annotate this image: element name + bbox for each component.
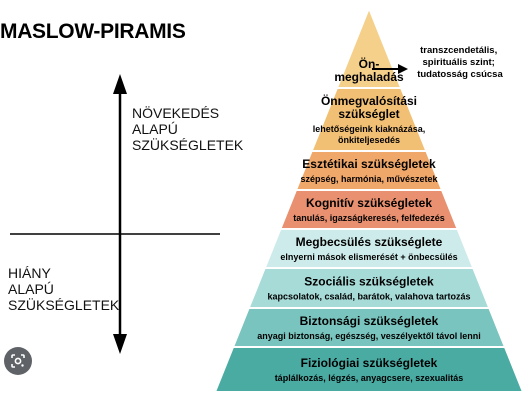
tier-6-title: Szociális szükségletek <box>304 275 434 289</box>
tier-3-subtitle: szépség, harmónia, művészetek <box>300 174 438 184</box>
growth-label: NÖVEKEDÉS ALAPÚ SZÜKSÉGLETEK <box>132 104 244 153</box>
tier-4-title: Kognitív szükségletek <box>306 196 432 210</box>
page-title: MASLOW-PIRAMIS <box>0 20 186 43</box>
deficit-label: HIÁNY ALAPÚ SZÜKSÉGLETEK <box>8 265 120 313</box>
annotation-text: transzcendetális, spirituális szint; tud… <box>417 45 503 80</box>
tier-7-subtitle: anyagi biztonság, egészség, veszélyektől… <box>257 331 481 341</box>
tier-8-subtitle: táplálkozás, légzés, anyagcsere, szexual… <box>275 373 464 383</box>
tier-2-subtitle: lehetőségeink kiaknázása, <box>313 124 426 134</box>
tier-5-subtitle: elnyerni mások elismerését + önbecsülés <box>280 252 457 262</box>
tier-4-subtitle: tanulás, igazságkeresés, felfedezés <box>293 213 445 223</box>
tier-6-subtitle: kapcsolatok, család, barátok, valahova t… <box>267 292 470 302</box>
tier-8-title: Fiziológiai szükségletek <box>301 356 438 370</box>
annotation-arrow <box>372 64 408 74</box>
tier-2-title: Önmegvalósítási <box>321 93 417 108</box>
tier-2-title: szükséglet <box>338 107 399 121</box>
tier-1-title: meghaladás <box>334 70 404 84</box>
tier-3-title: Esztétikai szükségletek <box>302 157 436 171</box>
pyramid-tier-8 <box>213 346 523 393</box>
google-lens-button[interactable] <box>4 347 32 375</box>
tier-5-title: Megbecsülés szükséglete <box>296 235 443 249</box>
tier-2-subtitle: önkiteljesedés <box>338 135 400 145</box>
vertical-double-arrow <box>113 74 127 354</box>
tier-1-title: Ön- <box>359 56 380 71</box>
tier-7-title: Biztonsági szükségletek <box>300 314 439 328</box>
google-lens-icon <box>11 354 25 368</box>
